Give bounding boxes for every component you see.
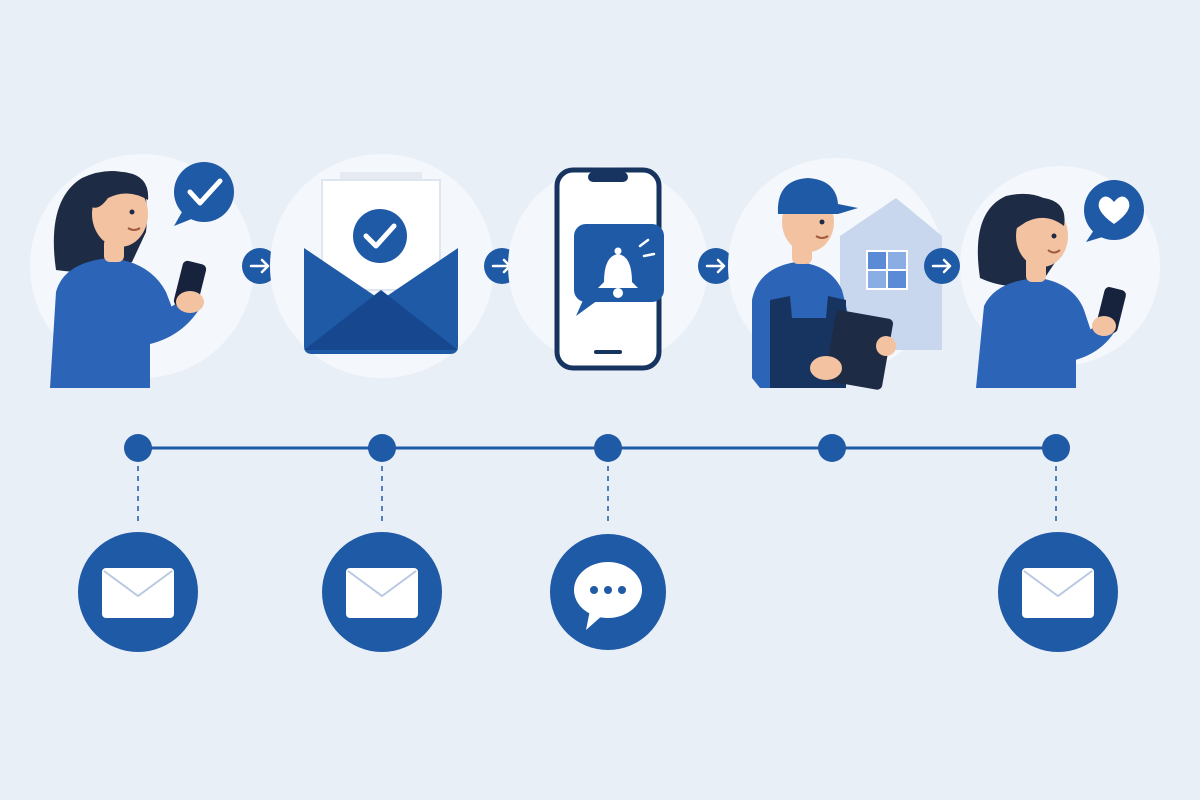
channel-email-3[interactable] (998, 532, 1118, 652)
step-customer-satisfied (960, 166, 1160, 388)
arrow-right-icon (698, 248, 734, 284)
envelope-icon (1022, 568, 1094, 618)
checkmark-badge (174, 162, 234, 226)
clipboard-icon (824, 310, 894, 390)
cap-icon (777, 178, 858, 214)
timeline-node (818, 434, 846, 462)
envelope-letter-illustration (304, 172, 458, 354)
woman-with-phone-illustration (976, 193, 1126, 388)
envelope-icon (102, 568, 174, 618)
timeline-node (124, 434, 152, 524)
step-technician-visit (728, 158, 944, 390)
woman-with-phone-illustration (50, 171, 207, 388)
checkmark-icon (363, 223, 397, 249)
channel-email-2[interactable] (322, 532, 442, 652)
heart-badge (1084, 180, 1144, 242)
bell-icon (598, 247, 638, 298)
channel-chat[interactable] (550, 534, 666, 650)
technician-illustration (752, 178, 896, 390)
arrow-right-icon (242, 248, 278, 284)
checkmark-icon (187, 178, 223, 206)
envelope-icon (346, 568, 418, 618)
step-app-notification (508, 166, 708, 371)
timeline-node (1042, 434, 1070, 524)
timeline-node (368, 434, 396, 524)
step-order-placed (30, 154, 254, 388)
step-email-confirmation (270, 154, 494, 378)
channel-email-1[interactable] (78, 532, 198, 652)
timeline-node (594, 434, 622, 524)
timeline (124, 434, 1070, 524)
arrow-right-icon (924, 248, 960, 284)
heart-icon (1098, 196, 1130, 224)
smartphone-illustration (554, 167, 664, 371)
chat-bubble-icon (574, 562, 642, 630)
house-icon (840, 198, 942, 350)
